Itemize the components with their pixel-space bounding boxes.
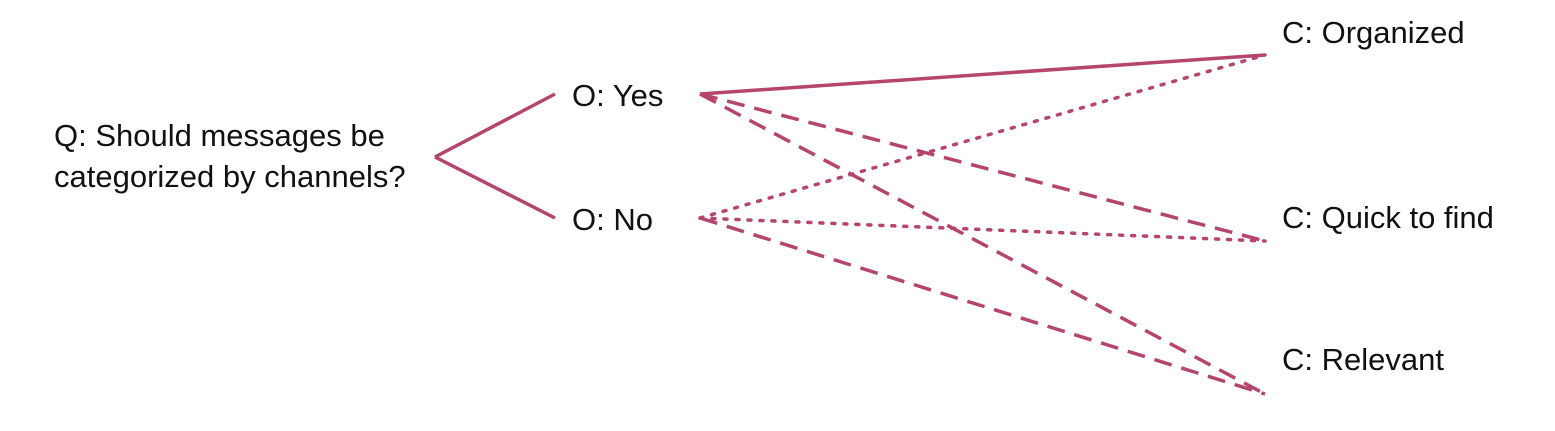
option-yes-label: O: Yes	[572, 78, 664, 113]
link-yes-to-relevant	[699, 92, 1266, 396]
link-yes-to-quick	[699, 92, 1266, 243]
branch-line-yes	[434, 92, 556, 159]
link-no-to-relevant	[699, 216, 1266, 396]
criteria-links	[698, 53, 1267, 396]
criterion-relevant-label: C: Relevant	[1282, 342, 1444, 377]
link-no-to-quick	[698, 216, 1267, 243]
criterion-organized-label: C: Organized	[1282, 15, 1465, 50]
link-no-to-organized	[698, 53, 1267, 220]
option-no-label: O: No	[572, 202, 653, 237]
branch-line-no	[434, 155, 556, 220]
link-yes-to-organized	[699, 53, 1266, 96]
question-label: Q: Should messages be categorized by cha…	[54, 118, 406, 194]
criterion-quick-label: C: Quick to find	[1282, 200, 1494, 235]
question-branch-lines	[434, 92, 556, 220]
